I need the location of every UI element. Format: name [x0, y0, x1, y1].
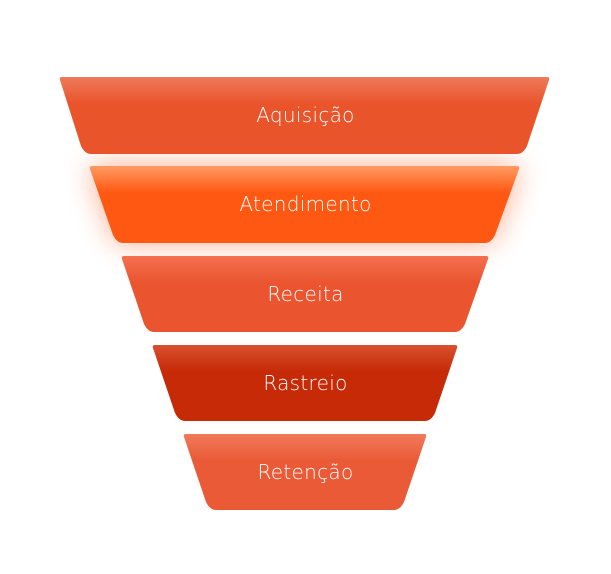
funnel-stage-atendimento [89, 166, 520, 243]
stage-label-atendimento: Atendimento [239, 192, 372, 216]
funnel-stage-aquisicao [59, 77, 550, 154]
stage-label-receita: Receita [267, 282, 344, 306]
stage-label-rastreio: Rastreio [263, 371, 348, 395]
funnel-stage-rastreio [152, 345, 458, 421]
funnel-stage-receita [121, 256, 489, 332]
funnel-stage-retencao [183, 434, 427, 510]
stage-label-aquisicao: Aquisição [256, 103, 355, 127]
stage-label-retencao: Retenção [257, 460, 354, 484]
